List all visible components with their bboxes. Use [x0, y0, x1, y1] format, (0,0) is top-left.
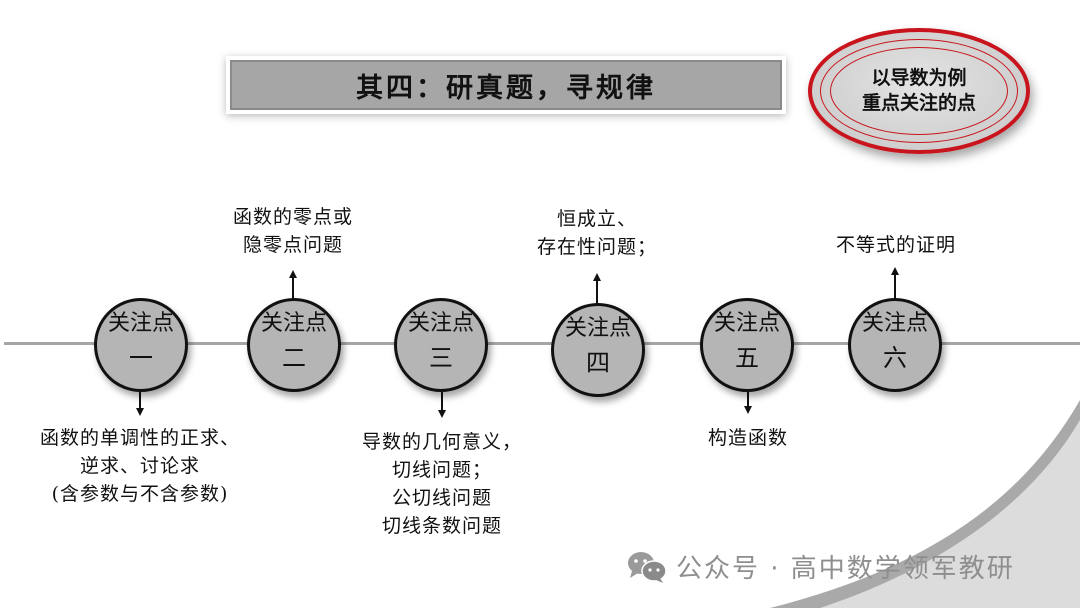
note-4-line-1: 恒成立、	[556, 208, 638, 230]
note-5-line-1: 构造函数	[707, 427, 789, 449]
focus-badge: 以导数为例 重点关注的点	[808, 28, 1030, 154]
note-3-line-1: 导数的几何意义，	[361, 431, 523, 453]
focus-node-3[interactable]: 关注点 三	[394, 298, 488, 392]
note-3-line-4: 切线条数问题	[381, 515, 503, 537]
node-number: 一	[129, 344, 153, 372]
note-4: 恒成立、 存在性问题；	[537, 205, 657, 261]
focus-node-1[interactable]: 关注点 一	[94, 298, 188, 392]
note-1: 函数的单调性的正求、 逆求、讨论求 (含参数与不含参数)	[40, 424, 240, 508]
node-label: 关注点	[260, 311, 327, 336]
badge-ring-outer	[820, 39, 1018, 143]
note-2: 函数的零点或 隐零点问题	[233, 203, 353, 259]
wechat-icon	[628, 551, 667, 583]
arrow-down-icon	[744, 406, 752, 414]
connector-2	[292, 276, 294, 300]
node-number: 五	[735, 344, 759, 372]
connector-3	[441, 392, 443, 412]
slide-title: 其四：研真题，寻规律	[356, 72, 656, 104]
title-banner: 其四：研真题，寻规律	[230, 60, 782, 110]
badge-ring-inner	[830, 47, 1008, 135]
focus-node-6[interactable]: 关注点 六	[848, 298, 942, 392]
node-label: 关注点	[107, 311, 174, 336]
connector-6	[894, 273, 896, 300]
note-2-line-1: 函数的零点或	[232, 206, 354, 228]
node-label: 关注点	[861, 311, 928, 336]
node-number: 二	[282, 344, 306, 372]
node-number: 四	[586, 349, 610, 377]
arrow-up-icon	[289, 270, 297, 278]
watermark-text: 公众号 · 高中数学领军教研	[676, 554, 1015, 584]
note-1-line-3: (含参数与不含参数)	[51, 483, 229, 505]
watermark: 公众号 · 高中数学领军教研	[626, 548, 1015, 585]
arrow-down-icon	[438, 410, 446, 418]
badge-line-1: 以导数为例	[871, 67, 967, 89]
note-6-line-1: 不等式的证明	[835, 234, 957, 256]
note-5: 构造函数	[708, 424, 788, 452]
focus-node-4[interactable]: 关注点 四	[551, 303, 645, 397]
note-2-line-2: 隐零点问题	[242, 234, 344, 256]
note-6: 不等式的证明	[836, 231, 956, 259]
badge-text: 以导数为例 重点关注的点	[812, 66, 1026, 116]
note-1-line-2: 逆求、讨论求	[79, 455, 201, 477]
focus-node-2[interactable]: 关注点 二	[247, 298, 341, 392]
connector-4	[596, 279, 598, 305]
arrow-up-icon	[891, 267, 899, 275]
node-label: 关注点	[564, 316, 631, 341]
note-3-line-3: 公切线问题	[391, 487, 493, 509]
note-3: 导数的几何意义， 切线问题； 公切线问题 切线条数问题	[362, 428, 522, 540]
focus-node-5[interactable]: 关注点 五	[700, 298, 794, 392]
connector-1	[139, 392, 141, 410]
timeline-line	[4, 342, 1080, 345]
connector-5	[747, 392, 749, 408]
node-label: 关注点	[713, 311, 780, 336]
node-number: 三	[429, 344, 453, 372]
arrow-down-icon	[136, 408, 144, 416]
badge-line-2: 重点关注的点	[861, 92, 976, 114]
node-number: 六	[883, 344, 907, 372]
arrow-up-icon	[593, 273, 601, 281]
note-1-line-1: 函数的单调性的正求、	[39, 427, 241, 449]
note-3-line-2: 切线问题；	[391, 459, 493, 481]
note-4-line-2: 存在性问题；	[536, 236, 658, 258]
node-label: 关注点	[407, 311, 474, 336]
